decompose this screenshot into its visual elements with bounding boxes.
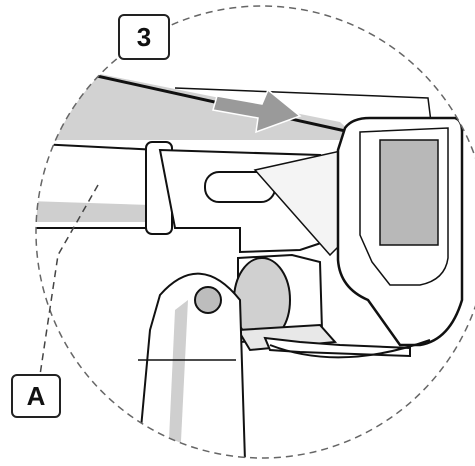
support-post-shade (168, 300, 188, 458)
pivot-bolt (194, 286, 222, 314)
top-rail-panel (36, 60, 360, 140)
support-post (136, 272, 247, 458)
part-a-leader-line (39, 184, 99, 376)
magnify-circle (35, 5, 475, 459)
step-number-callout: 3 (118, 14, 170, 60)
clamp-screen (379, 139, 439, 246)
slide-right-arrow-icon (212, 88, 302, 134)
part-a-callout: A (11, 374, 61, 418)
magnified-view (36, 60, 464, 458)
clamp-foot (263, 336, 411, 358)
clamp-base-curve (269, 339, 431, 359)
